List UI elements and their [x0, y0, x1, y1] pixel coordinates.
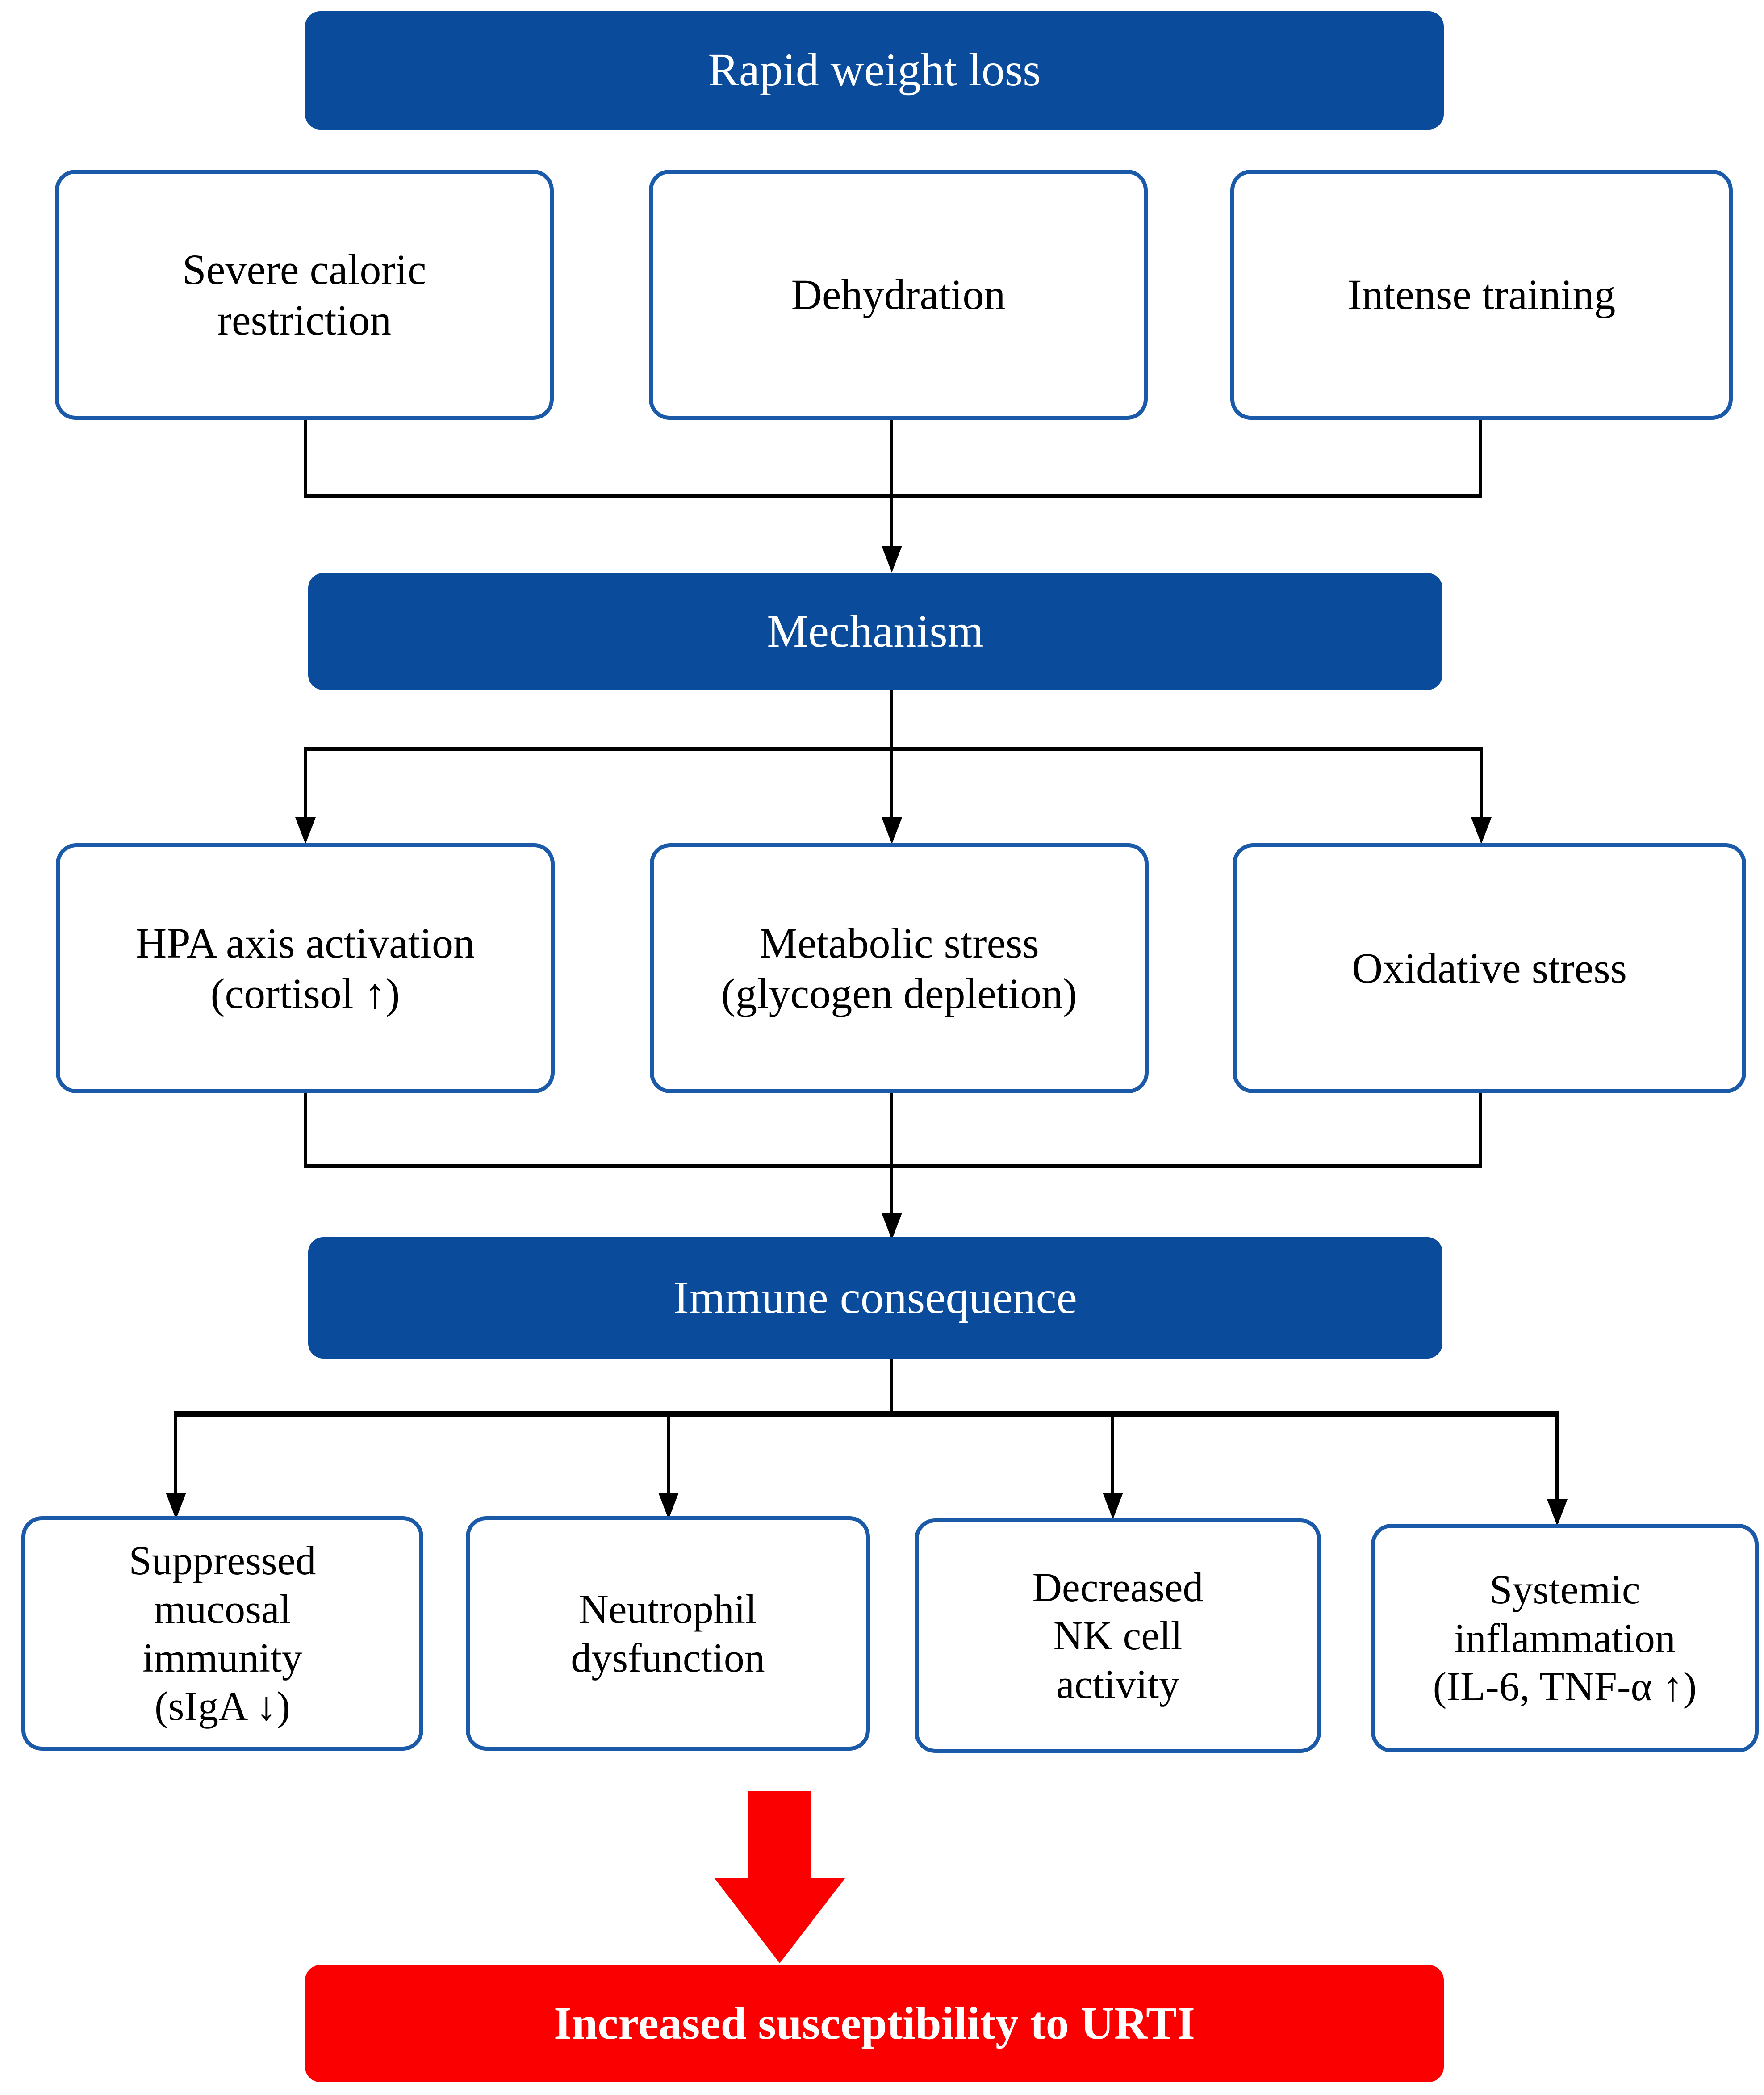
node-systemic-inflammation[interactable]: Systemic inflammation (IL-6, TNF-α ↑) — [1371, 1524, 1759, 1752]
node-rapid-weight-loss[interactable]: Rapid weight loss — [305, 11, 1444, 130]
node-suppressed-mucosal-immunity[interactable]: Suppressed mucosal immunity (sIgA ↓) — [21, 1516, 423, 1751]
connector-hpa-down — [304, 1093, 307, 1166]
node-increased-susceptibility-urti[interactable]: Increased susceptibility to URTI — [305, 1965, 1444, 2082]
connector-dehydration-down — [890, 420, 893, 496]
red-block-arrow-icon — [715, 1791, 845, 1965]
connector-to-nk-cell — [1111, 1411, 1114, 1494]
arrowhead-to-immune — [882, 1213, 902, 1240]
connector-metabolic-down — [890, 1093, 893, 1166]
node-dehydration[interactable]: Dehydration — [649, 170, 1148, 420]
connector-split-bar-level3 — [304, 747, 1483, 751]
node-immune-consequence[interactable]: Immune consequence — [308, 1237, 1442, 1359]
connector-training-down — [1479, 420, 1482, 496]
connector-caloric-down — [304, 420, 307, 496]
arrowhead-to-mucosal — [166, 1493, 186, 1519]
arrowhead-to-nk-cell — [1103, 1493, 1123, 1519]
connector-to-mucosal — [174, 1411, 177, 1494]
connector-immune-down — [890, 1359, 893, 1414]
red-arrow-head — [715, 1878, 845, 1963]
connector-to-neutrophil — [667, 1411, 670, 1494]
arrowhead-to-neutrophil — [658, 1493, 679, 1519]
connector-mechanism-down — [890, 690, 893, 750]
connector-to-systemic — [1555, 1411, 1559, 1501]
connector-to-metabolic — [890, 747, 893, 819]
connector-oxidative-down — [1479, 1093, 1482, 1166]
connector-split-bar-level5 — [174, 1411, 1559, 1417]
node-metabolic-stress[interactable]: Metabolic stress (glycogen depletion) — [650, 843, 1149, 1093]
connector-merge-to-immune — [890, 1164, 893, 1217]
connector-to-oxidative — [1480, 747, 1483, 819]
node-neutrophil-dysfunction[interactable]: Neutrophil dysfunction — [466, 1516, 870, 1751]
connector-merge-to-mechanism — [890, 494, 893, 548]
red-arrow-shaft — [748, 1791, 811, 1880]
node-decreased-nk-cell-activity[interactable]: Decreased NK cell activity — [915, 1518, 1321, 1753]
arrowhead-to-hpa — [295, 817, 316, 844]
arrowhead-to-systemic — [1547, 1499, 1568, 1526]
node-intense-training[interactable]: Intense training — [1230, 170, 1733, 420]
arrowhead-to-oxidative — [1471, 817, 1492, 844]
arrowhead-to-mechanism — [882, 546, 902, 573]
node-mechanism[interactable]: Mechanism — [308, 573, 1442, 690]
connector-to-hpa — [304, 747, 307, 819]
arrowhead-to-metabolic — [882, 817, 902, 844]
node-oxidative-stress[interactable]: Oxidative stress — [1233, 843, 1746, 1093]
node-hpa-axis-activation[interactable]: HPA axis activation (cortisol ↑) — [56, 843, 555, 1093]
node-severe-caloric-restriction[interactable]: Severe caloric restriction — [55, 170, 554, 420]
